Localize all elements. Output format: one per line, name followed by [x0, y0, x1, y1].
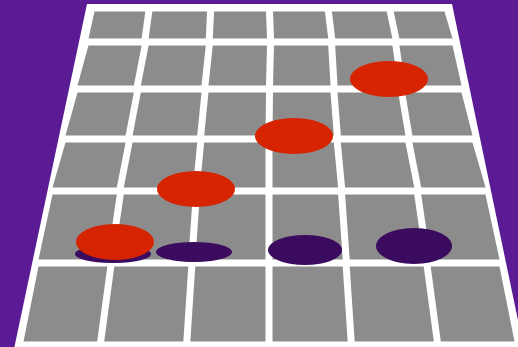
board-cell-r4-c2[interactable]	[133, 93, 202, 136]
purple-piece[interactable]	[376, 228, 452, 264]
red-piece[interactable]	[76, 224, 154, 260]
board-cell-r1-c3[interactable]	[190, 267, 265, 342]
board-cell-r4-c5[interactable]	[338, 93, 406, 136]
board-cell-r6-c6[interactable]	[394, 12, 453, 39]
red-piece[interactable]	[350, 61, 428, 97]
board-cell-r4-c3[interactable]	[204, 93, 266, 136]
board-cell-r5-c1[interactable]	[78, 46, 142, 86]
board-cell-r1-c4[interactable]	[273, 267, 348, 342]
board-cell-r4-c1[interactable]	[66, 93, 134, 136]
board-cell-r6-c2[interactable]	[149, 12, 207, 39]
purple-piece[interactable]	[156, 242, 232, 262]
board-cell-r6-c3[interactable]	[213, 12, 267, 39]
red-piece[interactable]	[255, 118, 333, 154]
board-cell-r5-c2[interactable]	[141, 46, 206, 86]
board-cell-r6-c5[interactable]	[332, 12, 392, 39]
board-cell-r1-c5[interactable]	[350, 267, 434, 342]
board-cell-r1-c2[interactable]	[104, 267, 188, 342]
red-piece[interactable]	[157, 171, 235, 207]
board-cell-r5-c3[interactable]	[208, 46, 267, 86]
board-cell-r6-c4[interactable]	[273, 12, 328, 39]
board-cells	[14, 4, 518, 347]
board-cell-r5-c4[interactable]	[273, 46, 331, 86]
purple-piece[interactable]	[268, 235, 342, 265]
board-cell-r4-c6[interactable]	[405, 93, 472, 136]
board-cell-r3-c5[interactable]	[341, 143, 414, 188]
board-cell-r6-c1[interactable]	[89, 12, 146, 39]
